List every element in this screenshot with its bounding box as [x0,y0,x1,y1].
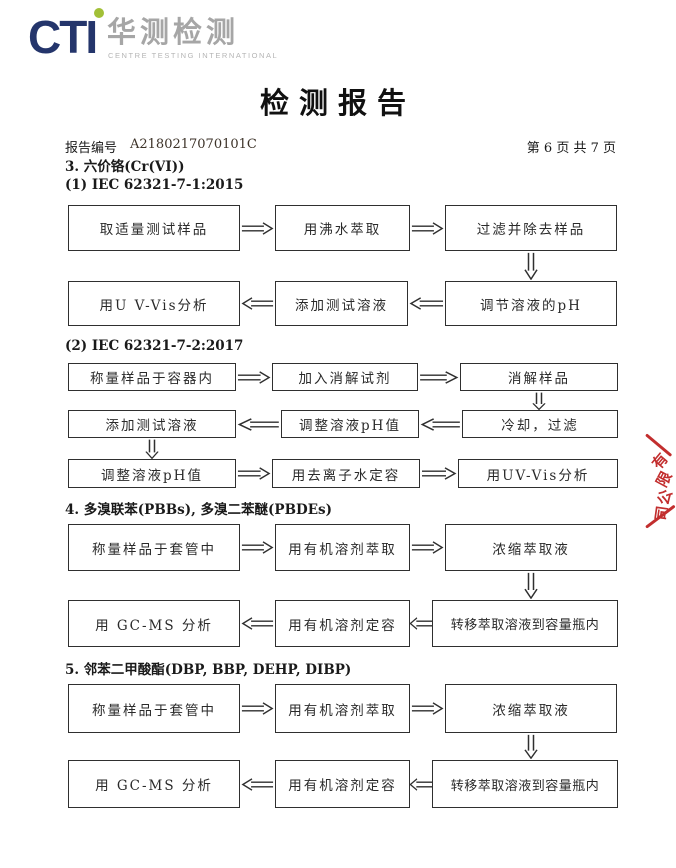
subsection-heading: (1) IEC 62321-7-1:2015 [65,177,244,193]
seal-character: 司 [652,504,672,523]
flow-arrow-left-icon [409,617,433,630]
flow-step-box: 调节溶液的pH [445,281,617,326]
flow-step-box: 浓缩萃取液 [445,684,617,733]
flow-step-box: 转移萃取溶液到容量瓶内 [432,600,618,647]
seal-arc-stroke [645,433,673,457]
flow-step-box: 用 GC-MS 分析 [68,760,240,808]
flow-arrow-right-icon [411,222,443,235]
flow-step-box: 浓缩萃取液 [445,524,617,571]
section-heading: 4. 多溴联苯(PBBs), 多溴二苯醚(PBDEs) [65,502,332,518]
report-number-value: A2180217070101C [130,137,257,152]
company-name-english: CENTRE TESTING INTERNATIONAL [108,51,279,60]
flow-arrow-left-icon [410,297,444,310]
flow-arrow-left-icon [242,297,274,310]
seal-character: 有 [648,449,672,473]
flow-step-box: 用有机溶剂萃取 [275,684,410,733]
company-name-chinese: 华测检测 [107,15,240,49]
flow-arrow-right-icon [421,467,456,480]
flow-arrow-right-icon [419,371,458,384]
flow-step-box: 用 GC-MS 分析 [68,600,240,647]
flow-step-box: 添加测试溶液 [275,281,408,326]
flow-arrow-down-icon [524,572,538,599]
flow-arrow-right-icon [241,222,273,235]
flow-step-box: 添加测试溶液 [68,410,236,438]
flow-arrow-right-icon [237,371,270,384]
flow-step-box: 用去离子水定容 [272,459,420,488]
page-title: 检测报告 [259,86,416,120]
flow-arrow-right-icon [241,541,273,554]
flow-step-box: 用有机溶剂定容 [275,760,410,808]
flow-step-box: 称量样品于套管中 [68,684,240,733]
flow-step-box: 称量样品于容器内 [68,363,236,391]
seal-character: 限 [652,468,676,491]
flow-step-box: 调整溶液pH值 [281,410,419,438]
flow-arrow-left-icon [238,417,280,432]
page-indicator: 第 6 页 共 7 页 [526,141,616,156]
flow-step-box: 用U V-Vis分析 [68,281,240,326]
flow-step-box: 用有机溶剂萃取 [275,524,410,571]
section-heading: 3. 六价铬(Cr(VI)) [65,159,185,175]
flow-arrow-right-icon [237,467,270,480]
report-number-label: 报告编号 [65,141,118,156]
cti-logo: CTI 华测检测 CENTRE TESTING INTERNATIONAL [28,6,277,64]
flow-step-box: 取适量测试样品 [68,205,240,251]
flow-arrow-down-icon [524,252,538,280]
flow-step-box: 消解样品 [460,363,618,391]
flow-step-box: 加入消解试剂 [272,363,418,391]
flow-arrow-down-icon [524,734,538,759]
flow-arrow-left-icon [242,617,274,630]
flow-arrow-right-icon [411,702,443,715]
flow-arrow-right-icon [411,541,443,554]
flow-step-box: 用UV-Vis分析 [458,459,618,488]
flow-step-box: 冷却，过滤 [462,410,618,438]
flow-arrow-left-icon [242,778,274,791]
seal-character: 公 [654,487,676,508]
section-heading: 5. 邻苯二甲酸酯(DBP, BBP, DEHP, DIBP) [65,662,352,678]
company-seal-fragment: 有 限 公 司 [642,430,676,534]
flow-arrow-left-icon [409,778,433,791]
subsection-heading: (2) IEC 62321-7-2:2017 [65,338,244,354]
flow-step-box: 过滤并除去样品 [445,205,617,251]
flow-arrow-left-icon [421,418,461,431]
flow-step-box: 称量样品于套管中 [68,524,240,571]
flow-arrow-down-icon [532,392,546,410]
cti-logo-dot-icon [94,8,104,18]
flow-step-box: 转移萃取溶液到容量瓶内 [432,760,618,808]
flow-step-box: 用沸水萃取 [275,205,410,251]
seal-arc-stroke [645,504,676,529]
flow-step-box: 调整溶液pH值 [68,459,236,488]
flow-step-box: 用有机溶剂定容 [275,600,410,647]
flow-arrow-down-icon [145,439,159,459]
flow-arrow-right-icon [241,702,273,715]
cti-logo-acronym: CTI [28,11,98,63]
